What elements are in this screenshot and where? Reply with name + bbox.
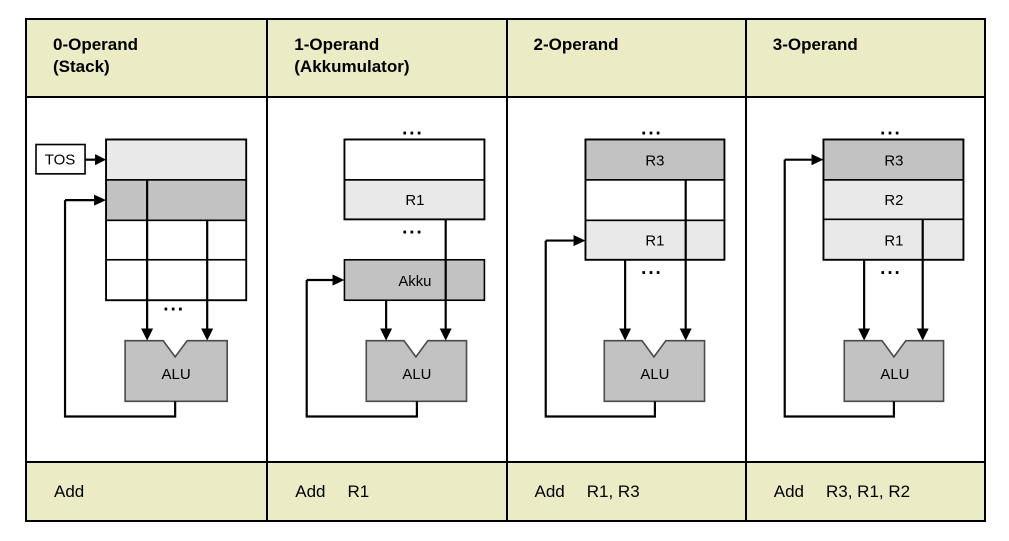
header-1-operand: 1-Operand (Akkumulator): [266, 20, 506, 98]
alu-label: ALU: [640, 366, 669, 383]
ellipsis: ...: [641, 258, 663, 279]
register-cell-r3: [822, 138, 964, 181]
alu-label: ALU: [403, 366, 432, 383]
writeback-path: [783, 159, 895, 418]
isa-comparison-table: 0-Operand (Stack) 1-Operand (Akkumulator…: [25, 18, 986, 522]
register-file-outline: [822, 138, 965, 261]
header-title: 1-Operand: [294, 35, 380, 54]
instruction-cell-two-operand: Add R1, R3: [505, 461, 745, 520]
instruction-operands: R1, R3: [586, 481, 640, 501]
header-title: 3-Operand: [772, 35, 858, 54]
alu-unit: [365, 339, 468, 403]
register-label-r3: R3: [884, 153, 903, 170]
ellipsis: ...: [880, 118, 902, 139]
akku-box: [343, 258, 486, 302]
register-label-r3: R3: [645, 153, 664, 170]
writeback-path: [544, 240, 656, 418]
stack-outline: [105, 138, 248, 302]
header-subtitle: (Stack): [53, 57, 110, 76]
alu-label: ALU: [162, 366, 191, 383]
instruction-operands: R3, R1, R2: [826, 481, 911, 501]
register-label-r1: R1: [884, 233, 903, 250]
instruction-opcode: Add: [54, 481, 85, 501]
stack-machine-svg: TOS ... ALU: [35, 138, 248, 418]
register-file-outline: [584, 138, 725, 261]
diagram-two-operand-machine: ... R3 R1 ... ALU: [505, 98, 745, 461]
ellipsis: ...: [402, 217, 424, 238]
instruction-cell-three-operand: Add R3, R1, R2: [744, 461, 984, 520]
alu-label: ALU: [880, 366, 909, 383]
instruction-opcode: Add: [534, 481, 565, 501]
diagram-accumulator-machine: ... R1 ... Akku ALU: [266, 98, 506, 461]
alu-unit: [602, 339, 705, 403]
alu-unit: [124, 339, 229, 403]
arrowhead-icon: [679, 328, 692, 341]
tos-box: [35, 143, 86, 175]
register-file-outline: [343, 138, 486, 221]
register-label-r2: R2: [884, 192, 903, 209]
writeback-arrowhead-icon: [573, 235, 585, 247]
stack-cell-3: [105, 219, 248, 261]
writeback-arrowhead-icon: [94, 194, 107, 206]
arrowhead-icon: [857, 328, 870, 341]
ellipsis: ...: [641, 118, 663, 139]
three-operand-machine-svg: ... R3 R2 R1 ... ALU: [783, 118, 965, 418]
two-operand-machine-svg: ... R3 R1 ... ALU: [544, 118, 725, 418]
tos-label: TOS: [45, 152, 76, 169]
register-cell-empty: [584, 179, 725, 222]
arrowhead-icon: [380, 328, 393, 341]
instruction-cell-stack: Add: [27, 461, 267, 520]
writeback-arrowhead-icon: [811, 154, 824, 166]
akku-label: Akku: [399, 273, 432, 290]
header-title: 2-Operand: [533, 35, 619, 54]
header-title: 0-Operand: [53, 35, 139, 54]
arrowhead-icon: [618, 328, 631, 341]
stack-cell-top: [105, 138, 248, 181]
register-label-r1: R1: [406, 192, 425, 209]
arrowhead-icon: [916, 328, 929, 341]
tos-arrowhead-icon: [95, 154, 107, 166]
register-cell-empty: [343, 138, 486, 181]
header-3-operand: 3-Operand: [744, 20, 984, 98]
ellipsis: ...: [163, 294, 185, 315]
arrowhead-icon: [201, 328, 214, 341]
writeback-path: [63, 200, 177, 418]
stack-cell-second: [105, 179, 248, 222]
instruction-operands: R1: [347, 481, 370, 501]
header-subtitle: (Akkumulator): [294, 57, 410, 76]
header-0-operand: 0-Operand (Stack): [27, 20, 267, 98]
diagram-three-operand-machine: ... R3 R2 R1 ... ALU: [744, 98, 984, 461]
ellipsis: ...: [880, 258, 902, 279]
register-label-r1: R1: [645, 233, 664, 250]
ellipsis: ...: [402, 118, 424, 139]
instruction-cell-akku: Add R1: [266, 461, 506, 520]
arrowhead-icon: [141, 328, 154, 341]
alu-unit: [843, 339, 945, 403]
writeback-arrowhead-icon: [332, 274, 345, 286]
instruction-opcode: Add: [295, 481, 326, 501]
header-2-operand: 2-Operand: [505, 20, 745, 98]
diagram-stack-machine: TOS ... ALU: [27, 98, 267, 461]
accumulator-machine-svg: ... R1 ... Akku ALU: [305, 118, 486, 418]
writeback-path: [305, 280, 419, 418]
register-cell-r1: [584, 219, 725, 261]
arrowhead-icon: [439, 328, 452, 341]
instruction-opcode: Add: [773, 481, 804, 501]
